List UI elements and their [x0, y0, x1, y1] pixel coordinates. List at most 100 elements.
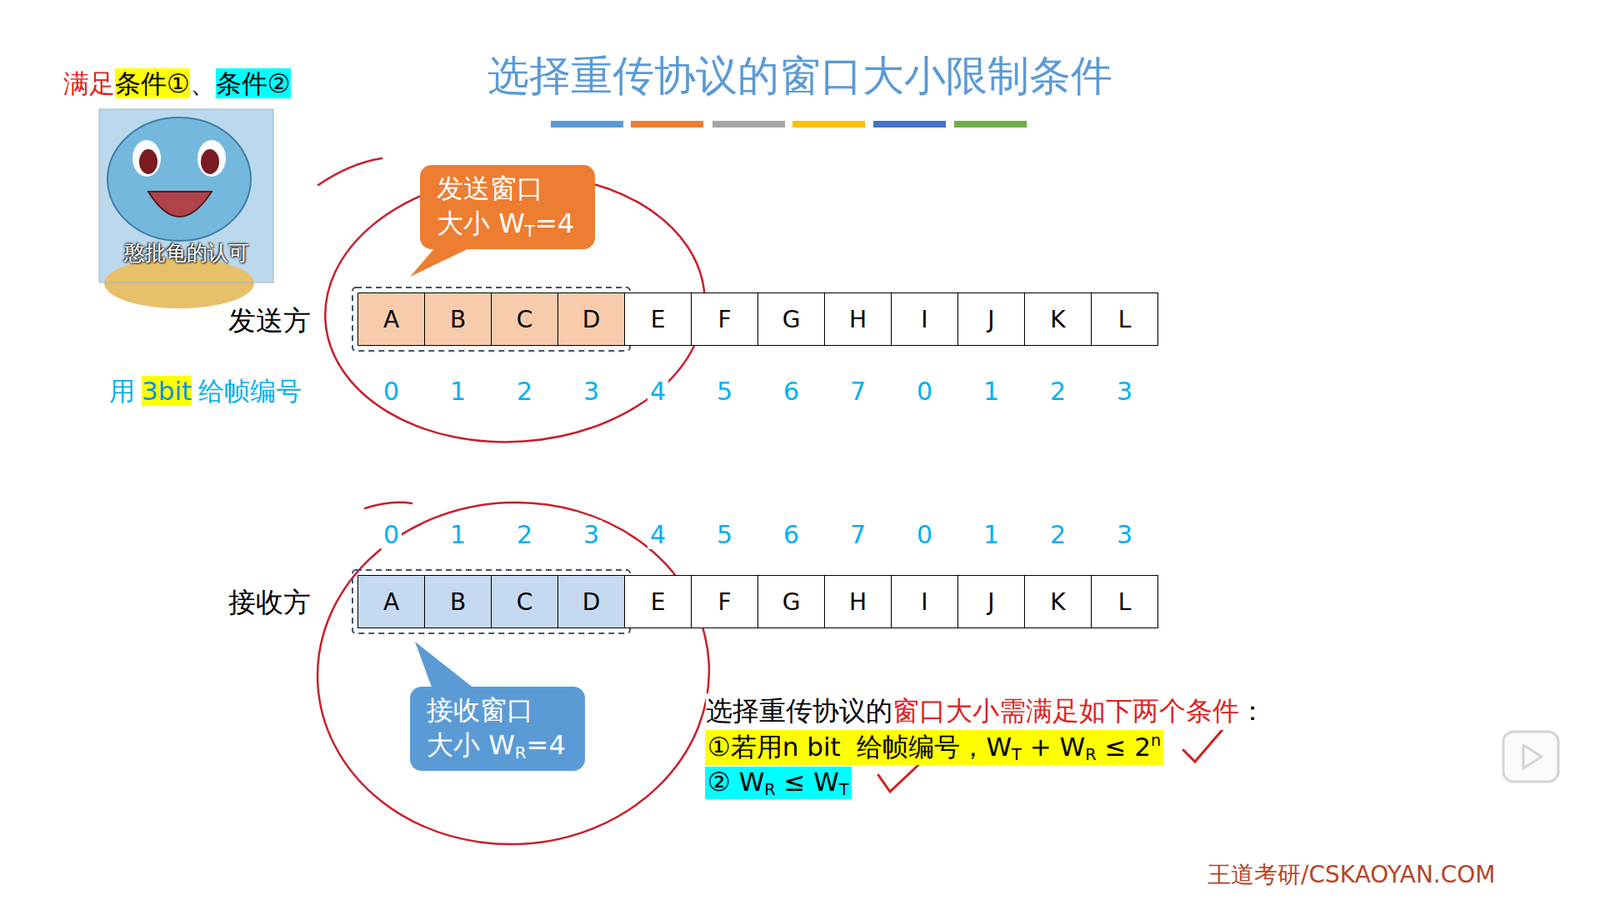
frame-letter: J	[987, 305, 995, 334]
check-mark	[1183, 726, 1225, 762]
sequence-number: 5	[714, 376, 735, 406]
sequence-number-slot: 2	[1024, 376, 1092, 406]
frame-cell: D	[557, 575, 625, 629]
sequence-number: 1	[980, 520, 1002, 550]
condition-formula: W	[985, 731, 1012, 762]
text-line: ①若用n bit 给帧编号，WT + WR ≤ 2n	[705, 730, 1164, 765]
frame-letter: K	[1050, 305, 1065, 334]
condition-note: 条件①	[115, 68, 190, 99]
frame-cell: I	[890, 575, 959, 629]
condition-formula: ①若用n bit 给帧编号，	[707, 731, 986, 762]
picture-ground	[99, 109, 274, 283]
hand-circle	[315, 161, 714, 455]
turtle-eye	[197, 140, 226, 177]
frame-cell: J	[957, 575, 1025, 629]
window-callout: 发送窗口大小 WT=4	[420, 165, 595, 250]
frame-cell: G	[757, 575, 825, 629]
sequence-number: 4	[647, 376, 669, 406]
callout-text: R	[515, 743, 527, 763]
frame-letter: A	[383, 305, 400, 334]
sequence-number: 0	[380, 520, 402, 550]
sequence-number-slot: 3	[1090, 376, 1159, 406]
frame-letter: F	[717, 305, 731, 334]
row-label: 接收方	[228, 585, 311, 619]
text-line: 王道考研/CSKAOYAN.COM	[1207, 859, 1495, 891]
frame-cell: K	[1024, 292, 1092, 346]
frame-letter: L	[1118, 588, 1132, 616]
sequence-number: 0	[914, 376, 935, 406]
sequence-number: 0	[380, 376, 402, 406]
frame-cell: G	[757, 292, 825, 346]
color-bar	[712, 120, 785, 128]
frame-letter: E	[650, 588, 666, 616]
frame-letter: D	[582, 588, 601, 616]
callout-line: 接收窗口	[426, 693, 569, 729]
sequence-number-slot: 1	[424, 376, 492, 406]
row-label: 发送方	[228, 304, 311, 337]
sequence-number-slot: 0	[357, 520, 425, 550]
frame-cell: L	[1090, 292, 1159, 346]
condition-note: 条件②	[215, 68, 291, 99]
callout-text: 接收窗口	[426, 694, 534, 726]
frame-cell: J	[957, 292, 1025, 346]
frame-cell: D	[557, 292, 625, 346]
frame-cell: A	[357, 292, 425, 346]
check-mark	[878, 765, 919, 792]
callout-line: 大小 WT=4	[436, 206, 579, 243]
frame-letter: E	[650, 305, 666, 334]
callout-text: =4	[526, 729, 566, 761]
frame-letter: G	[782, 588, 801, 616]
send-window-frame	[352, 287, 630, 351]
play-icon	[1503, 731, 1559, 782]
sequence-number-slot: 1	[957, 520, 1025, 550]
sequence-number-slot: 4	[624, 376, 692, 406]
frame-cell: B	[424, 575, 492, 629]
picture-caption: 憨批龟的认可	[124, 240, 250, 265]
condition-heading: 选择重传协议的	[705, 695, 893, 727]
frame-letter: B	[450, 305, 466, 334]
hand-circle	[309, 492, 719, 855]
sequence-number-slot: 0	[357, 376, 425, 406]
turtle-head	[107, 117, 251, 241]
condition-heading: ：	[1239, 695, 1266, 727]
text-line: ② WR ≤ WT	[705, 766, 852, 800]
red-hand-circles	[309, 158, 719, 855]
sequence-number-slot: 6	[757, 376, 825, 406]
sequence-number: 3	[580, 376, 602, 406]
sequence-number-slot: 2	[1024, 520, 1092, 550]
play-triangle	[1523, 745, 1542, 769]
title-color-bars	[550, 120, 1027, 128]
picture-frame	[99, 109, 274, 283]
sequence-number-slot: 0	[890, 376, 959, 406]
condition-heading: 窗口大小需满足如下两个条件	[892, 695, 1240, 727]
sequence-number: 6	[780, 376, 802, 406]
frame-cell: H	[824, 575, 892, 629]
squirtle-picture	[99, 109, 274, 309]
frame-cell: E	[624, 292, 692, 346]
frame-letter: G	[782, 305, 801, 334]
frame-cell: H	[824, 292, 892, 346]
sequence-number: 7	[847, 520, 869, 550]
sequence-number-slot: 3	[557, 520, 625, 550]
frame-cell: F	[690, 292, 759, 346]
sequence-number-slot: 5	[690, 520, 759, 550]
callout-text: 发送窗口	[436, 172, 544, 205]
frame-cell: C	[490, 292, 559, 346]
condition-formula: ≤ 2	[1096, 731, 1151, 762]
callout-text: 大小 W	[436, 207, 525, 240]
callout-line: 发送窗口	[436, 171, 579, 207]
sequence-number-slot: 7	[824, 376, 892, 406]
play-button	[1503, 731, 1559, 782]
frame-letter: H	[849, 305, 867, 334]
text-line: 用3bit给帧编号	[109, 374, 302, 410]
frame-cell: A	[357, 575, 425, 629]
frame-cell: F	[690, 575, 759, 629]
numbering-note: 用	[109, 375, 135, 406]
sequence-number-slot: 2	[490, 520, 559, 550]
sequence-number: 2	[514, 376, 535, 406]
frame-letter: F	[717, 588, 731, 616]
turtle-shell	[104, 258, 255, 309]
frame-letter: I	[920, 305, 928, 334]
hand-stroke	[318, 158, 382, 185]
